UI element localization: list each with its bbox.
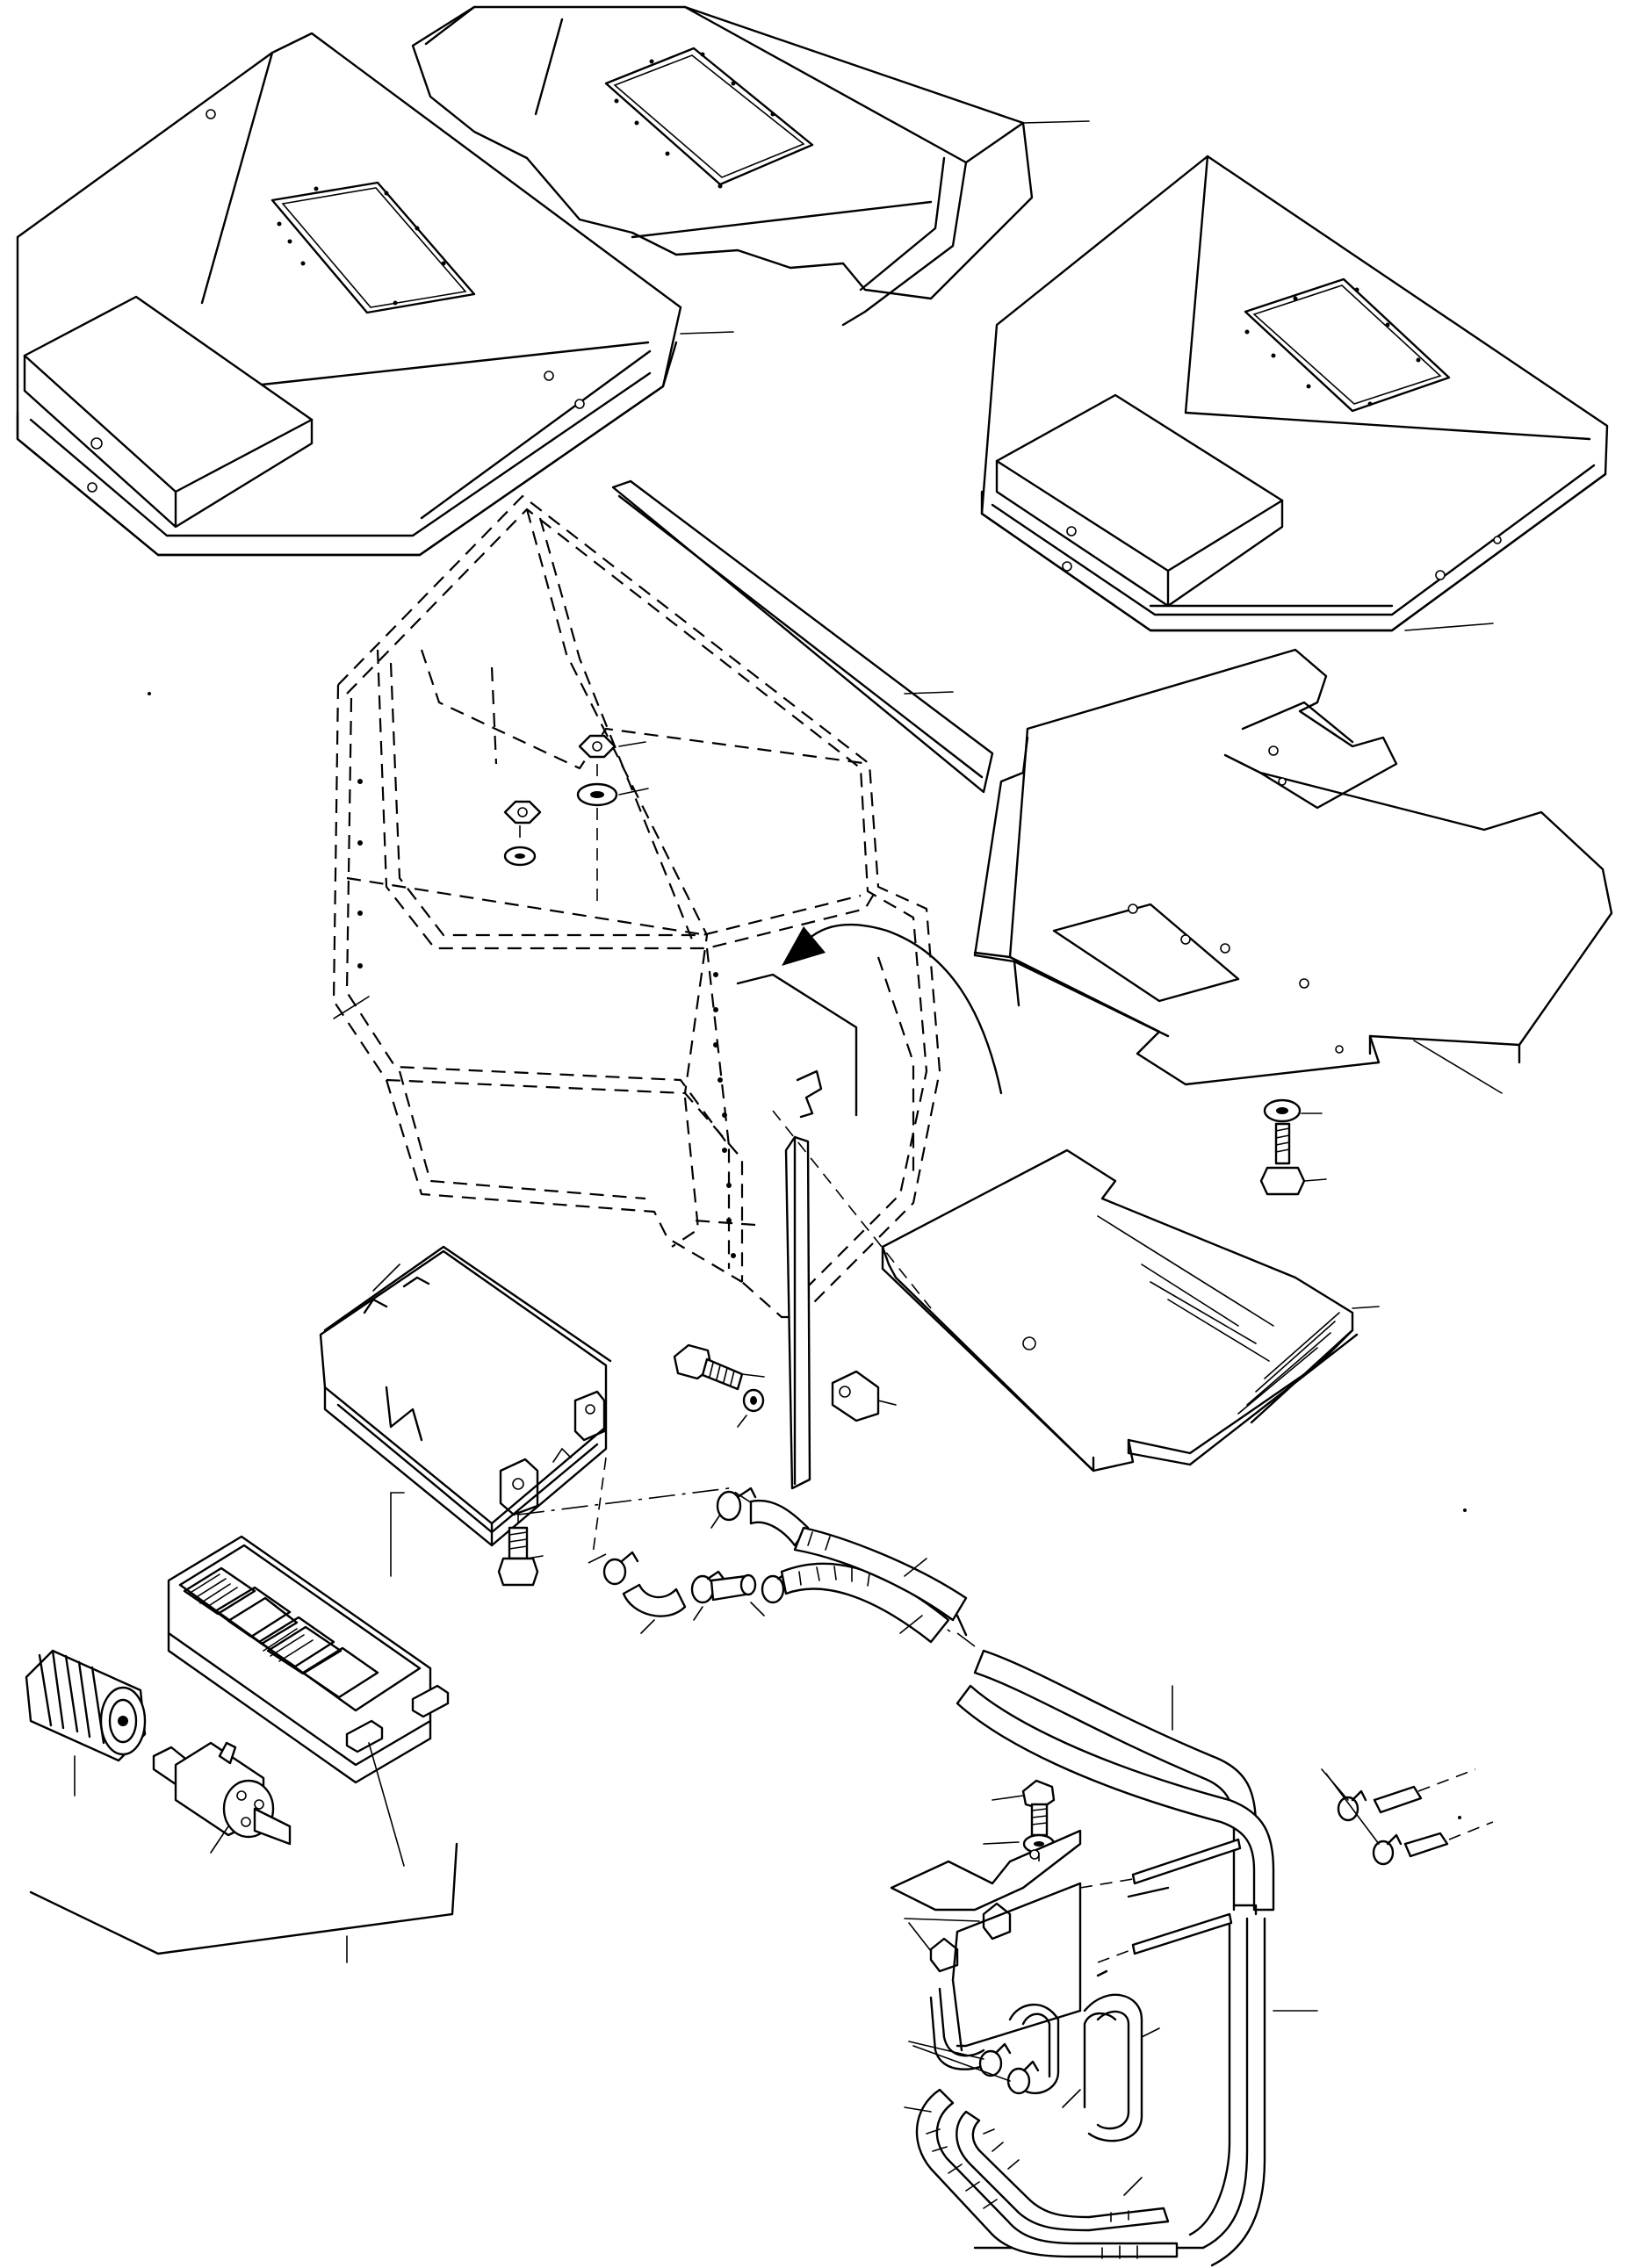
- tube-bundle: [931, 1840, 1240, 2141]
- hose-assembly: [518, 1458, 975, 1646]
- bolt-icon: [499, 1528, 543, 1585]
- bracket-rod: [738, 975, 931, 1488]
- hose-clamp-icon: [692, 1572, 724, 1602]
- bolt-icon: [1261, 1124, 1326, 1194]
- washer-icon: [738, 1390, 763, 1427]
- blower-motor: [26, 1651, 145, 1796]
- nut-icon: [580, 736, 615, 757]
- hose-clamp-icon: [1008, 2062, 1038, 2093]
- hose-clamp-icon: [762, 1572, 794, 1602]
- hose-clamp-icon: [1338, 1791, 1366, 1820]
- heater-unit: [321, 1247, 610, 1545]
- heater-core: [169, 1493, 448, 1866]
- washer-icon: [505, 847, 535, 865]
- tube-continuation: [1418, 1769, 1493, 1840]
- cab-frame: [334, 496, 940, 1317]
- bolt-icon: [1023, 1781, 1054, 1835]
- tube-end: [1405, 1833, 1447, 1856]
- hose-clamp-icon: [718, 1488, 755, 1520]
- bolt-icon: [674, 1345, 764, 1389]
- leader-line: [1326, 1774, 1379, 1844]
- roof-panel-left: [18, 33, 733, 555]
- curved-arrow-icon: [782, 925, 1001, 1093]
- assembly-brace: [31, 1844, 457, 1962]
- floor-mat: [883, 1150, 1379, 1471]
- floor-plate-right: [975, 650, 1612, 1093]
- hose-clamp-icon: [604, 1552, 638, 1584]
- nut-icon: [505, 802, 540, 823]
- tube-end: [1374, 1787, 1421, 1812]
- washer-icon: [1265, 1100, 1322, 1121]
- fan-housing: [154, 1743, 290, 1853]
- roof-panel-center: [413, 7, 1089, 325]
- washer-icon: [578, 784, 617, 805]
- clamp-plate: [891, 1796, 1080, 1910]
- leader-line: [909, 2041, 984, 2059]
- leader-line: [913, 2046, 1010, 2081]
- lower-hoses: [905, 2090, 1177, 2258]
- mounting-bracket: [833, 1372, 896, 1421]
- hose-clamp-icon: [1374, 1835, 1401, 1864]
- heater-hoses: [957, 1651, 1317, 2265]
- trim-strip: [613, 481, 992, 792]
- frame-fasteners: [505, 736, 648, 904]
- hose-clamp-icon: [980, 2044, 1010, 2076]
- roof-panel-right: [982, 156, 1607, 630]
- hose-clip: [905, 1904, 1010, 1971]
